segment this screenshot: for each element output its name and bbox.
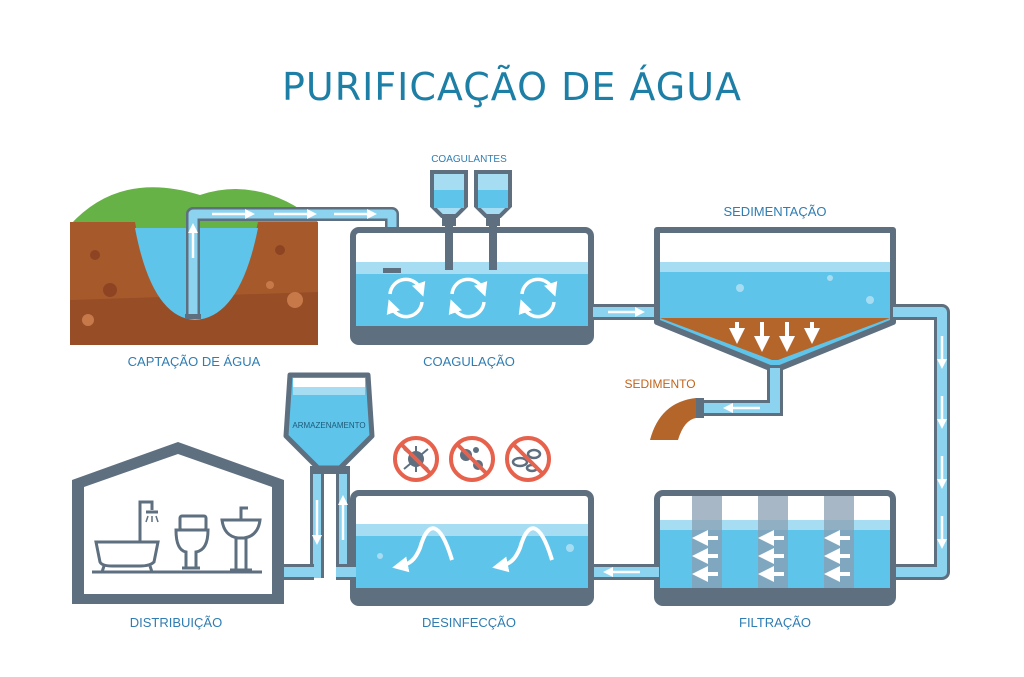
virus-ban-icon <box>449 436 495 482</box>
pipe-filtracao-desinfeccao <box>591 564 659 580</box>
sink-icon <box>220 506 262 572</box>
page-title: PURIFICAÇÃO DE ÁGUA <box>282 65 742 109</box>
bacteria-ban-icon <box>505 436 551 482</box>
pipe-sedimentacao-filtracao <box>893 304 950 580</box>
toilet-icon <box>174 514 210 570</box>
rotation-arrow-icon <box>386 277 558 319</box>
bathtub-shower-icon <box>94 500 160 573</box>
wave-arrow-icon <box>392 526 554 573</box>
armazenamento-tank <box>283 372 375 580</box>
coagulant-hoppers <box>430 170 512 270</box>
label-armazenamento: ARMAZENAMENTO <box>292 421 365 430</box>
settling-arrows <box>729 322 820 352</box>
label-filtracao: FILTRAÇÃO <box>739 615 811 630</box>
label-sedimentacao: SEDIMENTAÇÃO <box>723 204 826 219</box>
label-desinfeccao: DESINFECÇÃO <box>422 615 516 630</box>
distribuicao-house <box>72 442 284 604</box>
desinfeccao-tank <box>350 490 594 606</box>
label-coagulantes: COAGULANTES <box>431 154 507 165</box>
filtracao-tank <box>654 490 896 606</box>
microbe-ban-icon <box>393 436 439 482</box>
coagulacao-tank <box>350 170 594 345</box>
label-distribuicao: DISTRIBUIÇÃO <box>130 615 222 630</box>
label-sedimento: SEDIMENTO <box>624 377 695 391</box>
pipe-coagulacao-sedimentacao <box>593 304 659 320</box>
filter-arrows <box>692 530 850 582</box>
captacao-scene <box>70 187 399 345</box>
label-coagulacao: COAGULAÇÃO <box>423 354 515 369</box>
label-captacao: CAPTAÇÃO DE ÁGUA <box>128 354 261 369</box>
sedimentacao-tank <box>650 227 896 440</box>
